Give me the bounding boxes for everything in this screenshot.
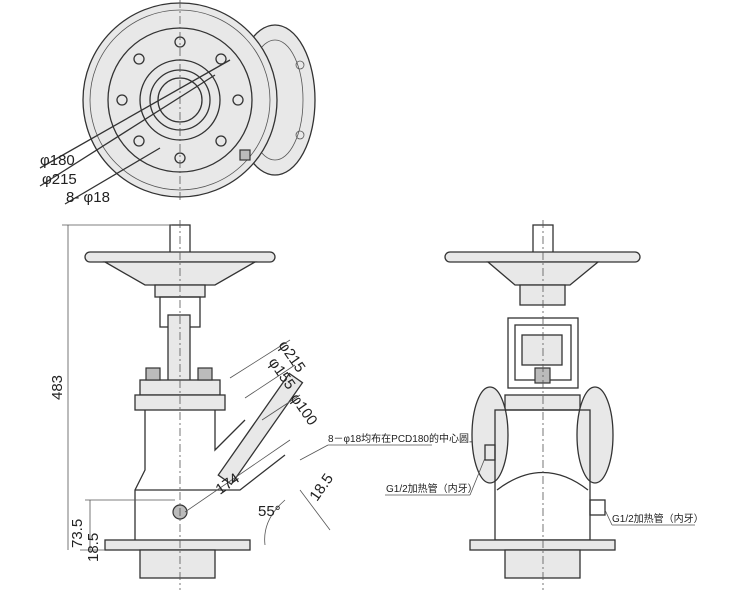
bolt-holes bbox=[116, 36, 244, 164]
side-view: G1/2加热管（内牙） G1/2加热管（内牙） bbox=[385, 220, 704, 590]
dim-height: 483 bbox=[49, 375, 66, 400]
top-view: φ180 φ215 8- φ18 bbox=[39, 0, 316, 206]
dim-angle: 55° bbox=[258, 503, 281, 520]
bottom-flange-side bbox=[469, 539, 616, 551]
front-view: 483 73.5 18.5 φ215 φ155 φ100 174 18.5 55… bbox=[49, 220, 479, 590]
dim-bolt-holes: 8- φ18 bbox=[66, 189, 110, 206]
dim-phi180: φ180 bbox=[40, 152, 75, 169]
handwheel-side bbox=[444, 251, 641, 263]
dim-phi100: φ100 bbox=[287, 391, 321, 429]
dim-18-5-bottom: 18.5 bbox=[85, 533, 102, 562]
side-flange-front bbox=[217, 372, 304, 486]
note-heating-pipe-left: G1/2加热管（内牙） bbox=[386, 482, 478, 495]
dim-phi215: φ215 bbox=[42, 171, 77, 188]
note-bolt-holes: 8－φ18均布在PCD180的中心圆上 bbox=[328, 432, 479, 445]
dim-18-5-flange: 18.5 bbox=[306, 471, 337, 505]
bottom-flange bbox=[104, 539, 251, 551]
note-heating-pipe-right: G1/2加热管（内牙） bbox=[612, 512, 704, 525]
dim-73-5: 73.5 bbox=[69, 519, 86, 548]
